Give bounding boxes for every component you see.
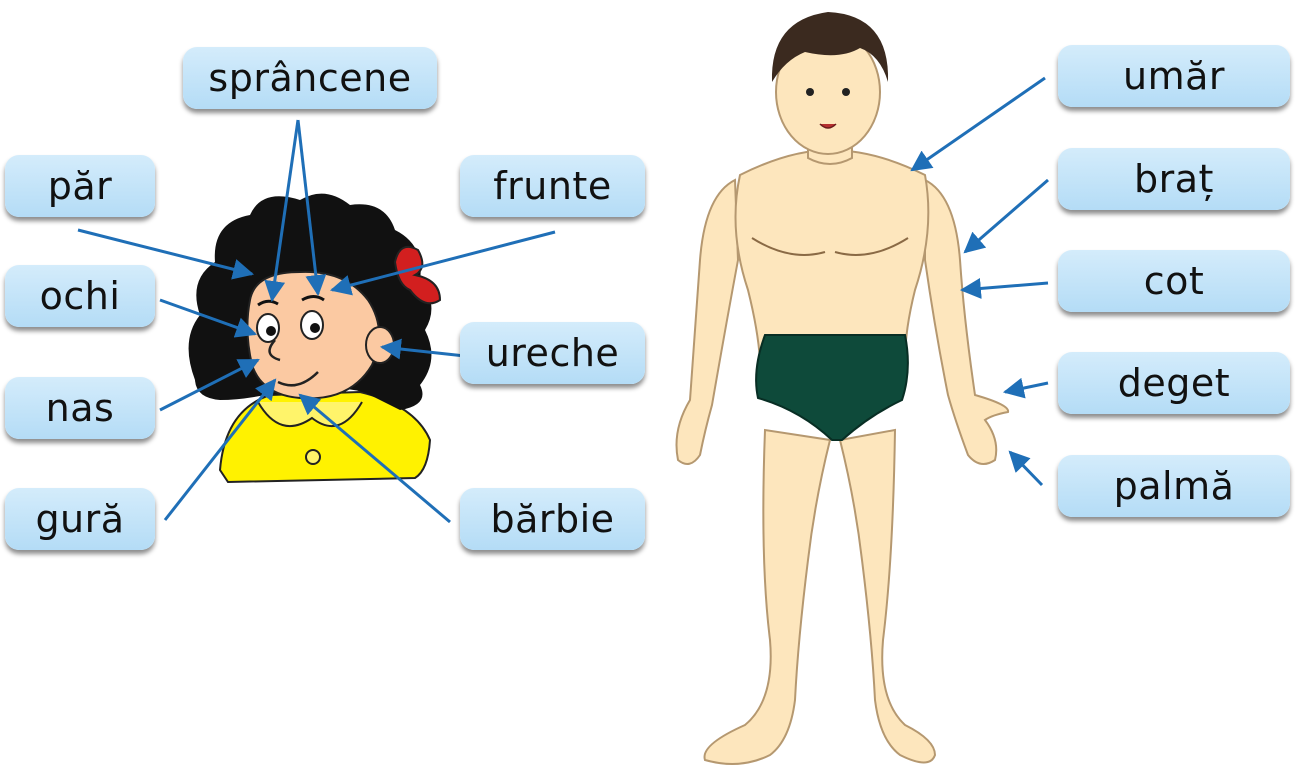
- arrow-palma: [1010, 452, 1042, 485]
- label-palma: palmă: [1058, 455, 1290, 517]
- boy-leg-left: [705, 430, 831, 764]
- arrow-cot: [962, 283, 1048, 290]
- girl-illustration: [189, 194, 440, 482]
- girl-ear: [366, 327, 394, 363]
- label-deget: deget: [1058, 352, 1290, 414]
- label-barbie: bărbie: [460, 488, 645, 550]
- boy-leg-right: [840, 430, 935, 763]
- label-brat: braț: [1058, 148, 1290, 210]
- girl-button: [306, 450, 320, 464]
- label-par: păr: [5, 155, 155, 217]
- label-cot: cot: [1058, 250, 1290, 312]
- label-gura: gură: [5, 488, 155, 550]
- boy-torso: [736, 150, 929, 360]
- label-umar: umăr: [1058, 45, 1290, 107]
- boy-arm-left: [677, 180, 739, 464]
- label-ochi: ochi: [5, 265, 155, 327]
- label-frunte: frunte: [460, 155, 645, 217]
- boy-illustration: [677, 12, 1009, 764]
- boy-shorts: [756, 335, 908, 440]
- label-nas: nas: [5, 377, 155, 439]
- arrow-deget: [1005, 383, 1048, 392]
- arrow-brat: [965, 180, 1048, 252]
- boy-arm-right: [925, 180, 1008, 464]
- label-ureche: ureche: [460, 322, 645, 384]
- label-spranceae: sprâncene: [183, 47, 437, 109]
- arrow-umar: [912, 78, 1045, 170]
